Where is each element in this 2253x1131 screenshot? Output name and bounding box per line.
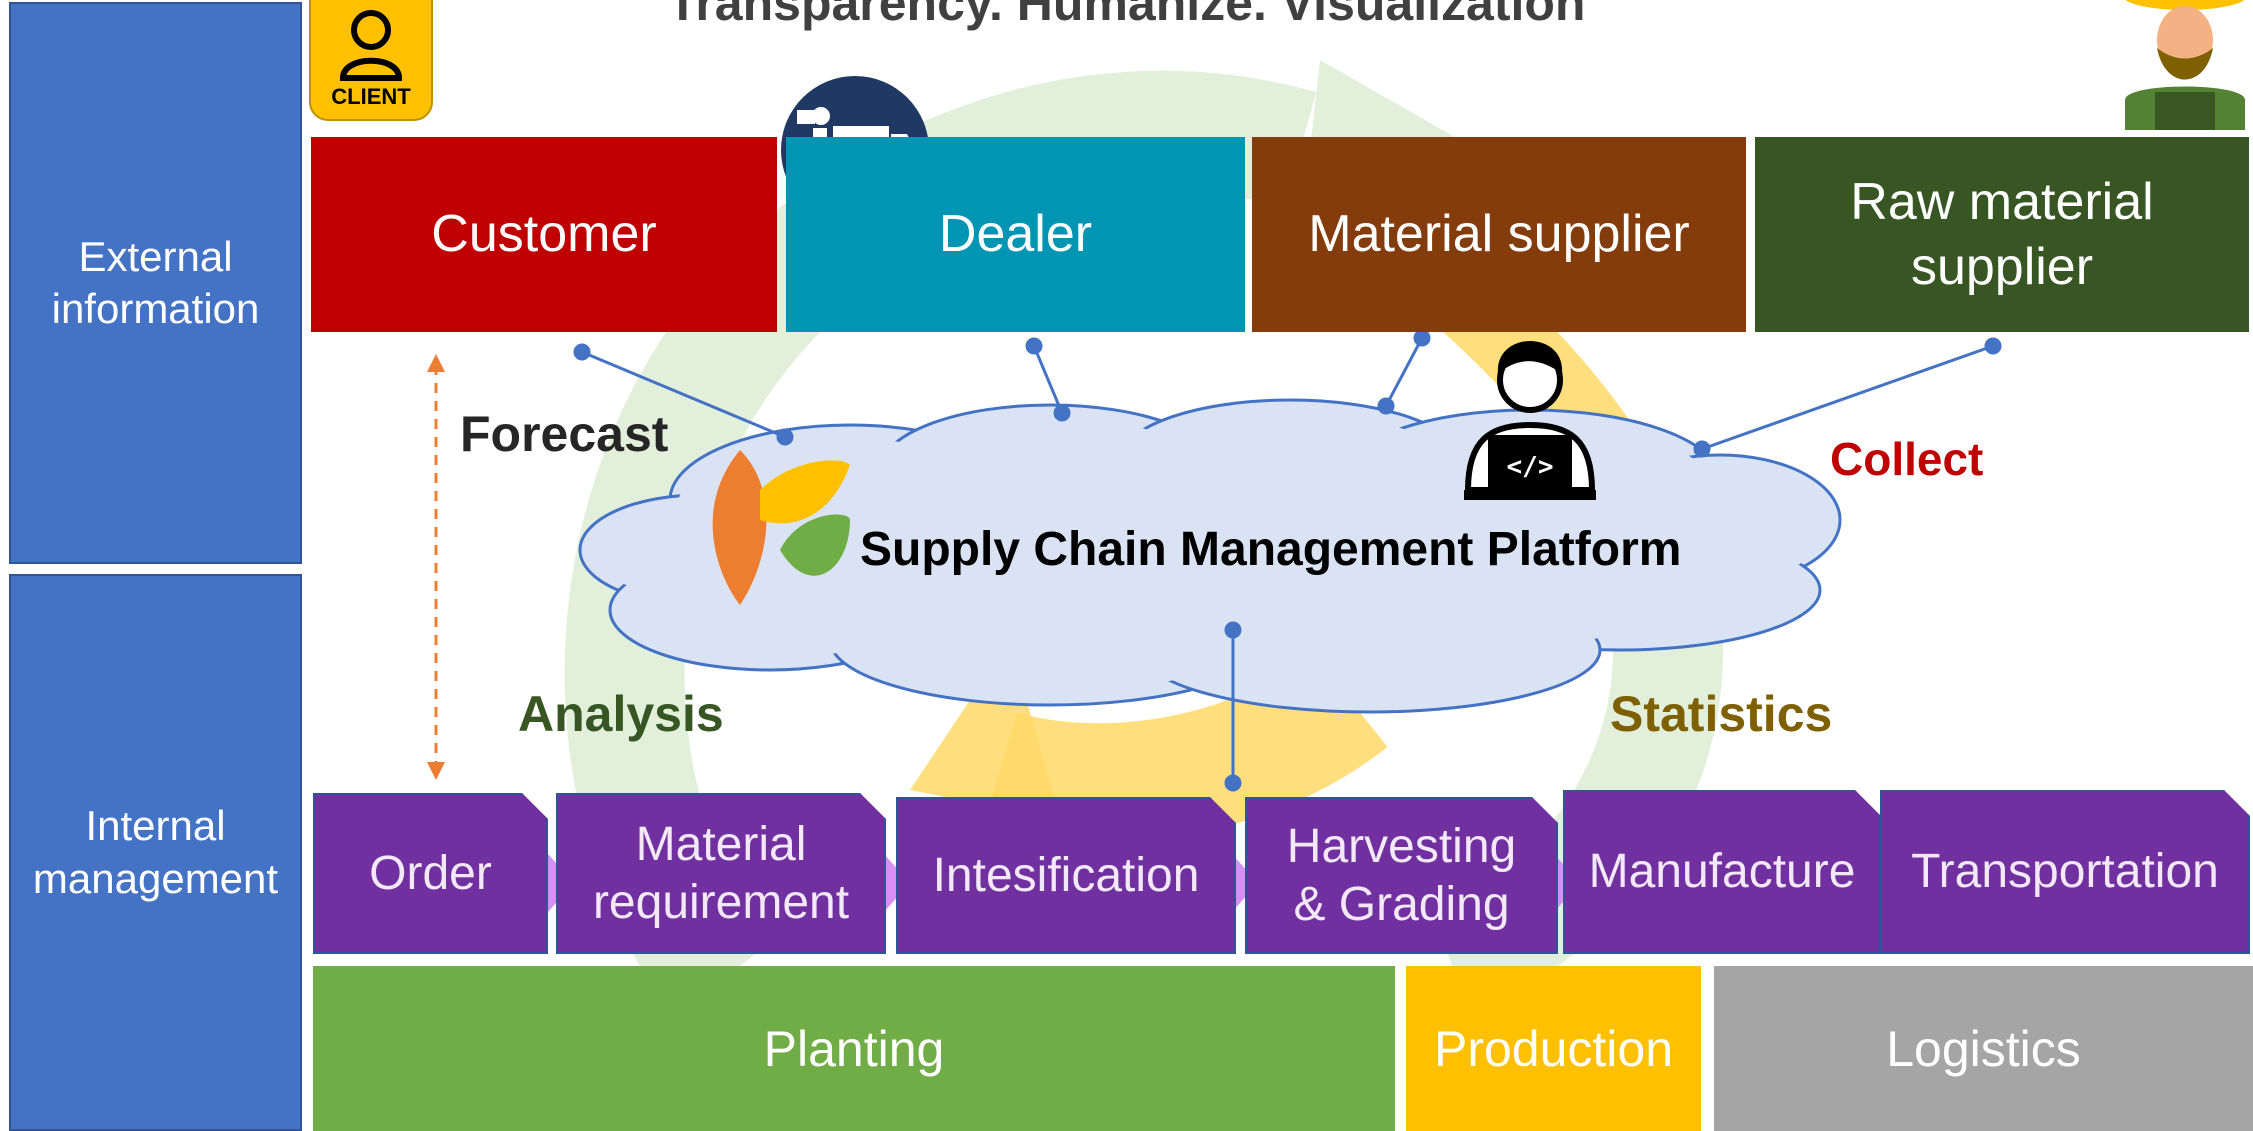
process-step-order: Order: [313, 793, 548, 954]
stage-production: Production: [1406, 966, 1701, 1131]
client-badge-label: CLIENT: [331, 84, 411, 109]
farmer-icon: [2125, 0, 2245, 130]
process-step-intesification: Intesification: [896, 797, 1236, 954]
process-step-transportation: Transportation: [1880, 790, 2250, 954]
diagram-title: Transparency. Humanize. Visualization: [667, 0, 1586, 31]
stage-production-label: Production: [1433, 1020, 1674, 1077]
collect-label: Collect: [1830, 433, 1984, 485]
analysis-label: Analysis: [518, 686, 724, 742]
external-dealer-label: Dealer: [938, 205, 1093, 263]
process-step-material-requirement: Material requirement: [556, 793, 886, 954]
statistics-label: Statistics: [1610, 686, 1833, 742]
external-raw-material-supplier: Raw material supplier: [1755, 137, 2249, 332]
external-information-label: External information: [9, 2, 302, 564]
external-material-supplier: Material supplier: [1252, 137, 1746, 332]
svg-text:</>: </>: [1507, 452, 1554, 482]
forecast-arrow: [427, 354, 445, 780]
stage-logistics: Logistics: [1714, 966, 2253, 1131]
stage-logistics-label: Logistics: [1886, 1020, 2081, 1077]
leaf-logo-icon: [712, 450, 850, 605]
forecast-label: Forecast: [460, 406, 669, 462]
process-step-manufacture: Manufacture: [1563, 790, 1881, 954]
process-step-transportation-label: Transportation: [1911, 845, 2219, 899]
stage-planting: Planting: [313, 966, 1395, 1131]
process-step-harvesting-grading: Harvesting & Grading: [1245, 797, 1558, 954]
developer-laptop-icon: </>: [1464, 341, 1596, 500]
process-step-manufacture-label: Manufacture: [1588, 845, 1856, 899]
process-step-intesification-label: Intesification: [932, 848, 1200, 902]
process-step-order-label: Order: [369, 846, 492, 900]
internal-management-label: Internal management: [9, 574, 302, 1131]
external-dealer: Dealer: [786, 137, 1245, 332]
external-material-supplier-label: Material supplier: [1308, 205, 1690, 263]
platform-title: Supply Chain Management Platform: [860, 523, 1682, 576]
platform-cloud: [578, 398, 1842, 714]
process-step-material-requirement-label: Material requirement: [592, 817, 850, 929]
stage-planting-label: Planting: [763, 1020, 945, 1077]
client-badge-icon: [309, 0, 433, 121]
external-customer-label: Customer: [431, 205, 657, 263]
connector-lines: [573, 329, 2002, 792]
external-customer: Customer: [311, 137, 777, 332]
external-raw-material-supplier-label: Raw material supplier: [1850, 172, 2154, 296]
process-step-harvesting-grading-label: Harvesting & Grading: [1286, 819, 1517, 931]
